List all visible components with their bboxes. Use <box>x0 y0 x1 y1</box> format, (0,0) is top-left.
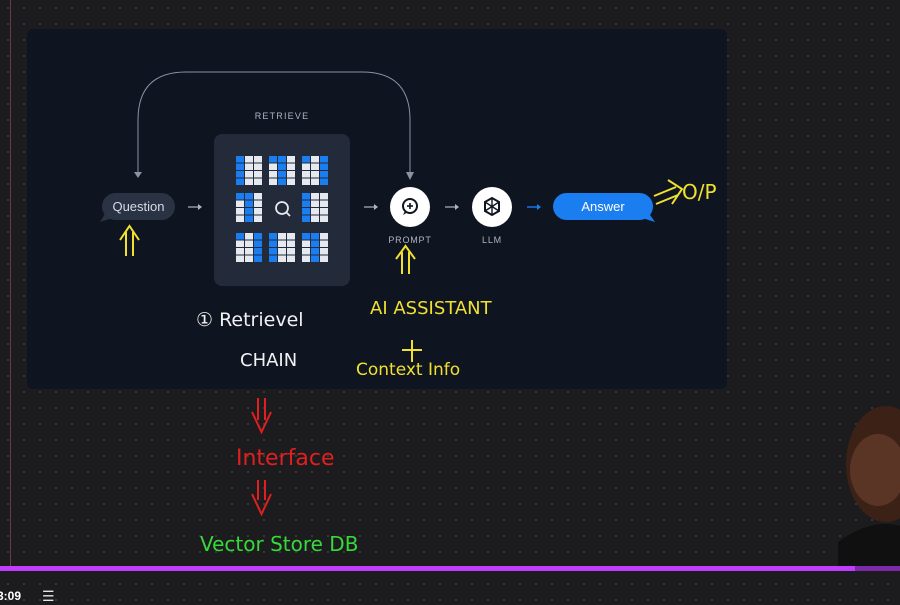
vector-store-annotation: Vector Store DB <box>200 532 359 556</box>
flow-arrow-1 <box>188 204 202 210</box>
presenter-webcam <box>838 406 900 568</box>
question-bubble-tail <box>100 212 112 222</box>
question-label: Question <box>112 199 165 214</box>
chat-plus-icon <box>402 198 418 215</box>
left-margin-rule <box>10 0 11 568</box>
document-grid-icon <box>236 233 262 262</box>
magnifier-icon <box>275 201 291 217</box>
vector-store-down-arrow <box>251 480 272 517</box>
question-bubble: Question <box>102 193 175 220</box>
document-grid-icon <box>236 193 262 222</box>
chain-annotation: CHAIN <box>240 350 298 371</box>
document-grid-icon <box>236 156 262 185</box>
flow-arrow-2 <box>364 204 378 210</box>
document-grid-icon <box>269 156 295 185</box>
retrieve-title: RETRIEVE <box>254 111 310 121</box>
answer-bubble: Answer <box>553 193 653 220</box>
video-progress-fill <box>0 566 855 571</box>
flow-arrow-4 <box>527 204 541 210</box>
chapters-list-icon[interactable]: ☰ <box>42 588 55 604</box>
plus-mark <box>402 340 422 362</box>
loop-arrow-tail <box>134 172 142 178</box>
document-grid-icon <box>302 156 328 185</box>
answer-bubble-tail <box>642 212 655 222</box>
document-grid-icon <box>269 233 295 262</box>
hexagon-cube-icon <box>484 196 500 217</box>
video-progress-bar[interactable] <box>0 566 900 571</box>
llm-label: LLM <box>482 235 502 245</box>
llm-node <box>472 187 512 227</box>
interface-annotation: Interface <box>236 446 335 471</box>
video-time: 3:09 <box>0 589 22 603</box>
answer-label: Answer <box>581 199 625 214</box>
question-up-arrow <box>119 224 140 256</box>
prompt-node <box>390 187 430 227</box>
prompt-label: PROMPT <box>388 235 432 245</box>
retrieval-chain-annotation: ① Retrievel <box>196 309 304 331</box>
ai-assistant-annotation: AI ASSISTANT <box>370 298 492 319</box>
flow-arrow-3 <box>445 204 459 210</box>
loop-arrow-head <box>406 172 414 180</box>
loop-arrow <box>137 71 411 176</box>
output-annotation: O/P <box>682 180 717 204</box>
document-grid-icon <box>302 193 328 222</box>
interface-down-arrow <box>251 398 272 435</box>
context-info-annotation: Context Info <box>356 360 461 380</box>
document-grid-icon <box>302 233 328 262</box>
prompt-up-arrow <box>395 244 416 274</box>
output-arrow <box>653 179 684 205</box>
